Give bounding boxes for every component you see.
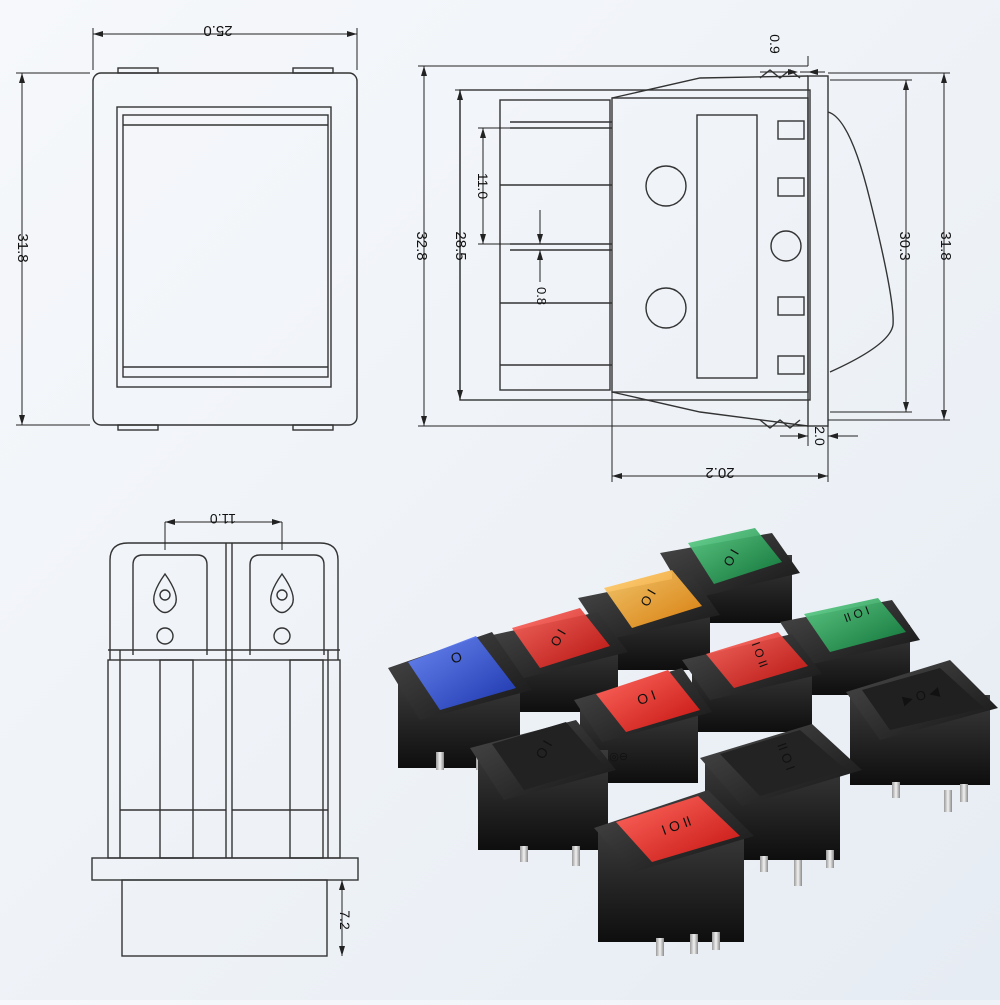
front-height-label: 31.8: [14, 233, 31, 262]
switch-red-front: I O II: [594, 790, 754, 956]
side-total-height-label: 32.8: [413, 231, 430, 260]
switch-red-flat: O I ⊕◎⊖: [574, 668, 712, 783]
rocker-height-label: 30.3: [896, 231, 913, 260]
product-photo: O I O I II O I O I I O II: [388, 528, 998, 956]
body-depth-label: 20.2: [705, 464, 734, 481]
switch-red-lit-2: I O II: [682, 632, 822, 732]
bottom-protrusion-label: 7.2: [337, 910, 353, 930]
switch-red-flat-marks: O I: [635, 687, 658, 708]
side-body-height-label: 28.5: [452, 231, 469, 260]
panel-thickness-label: 2.0: [812, 426, 828, 446]
switch-black-1: O I: [470, 720, 616, 866]
side-gap-label: 0.9: [767, 34, 783, 54]
pin-thickness-label: 0.8: [534, 287, 549, 305]
switch-blue-lit-marks: O: [448, 648, 464, 667]
pin-spacing-label: 11.0: [475, 173, 491, 199]
bottom-pin-spacing-label: 11.0: [210, 511, 236, 527]
side-height-right-label: 31.8: [937, 231, 954, 260]
front-width-label: 25.0: [203, 22, 232, 39]
switch-black-arrows: ▶ O ◀: [846, 660, 998, 812]
switch-blue-lit: O: [388, 632, 532, 770]
side-view: 0.9 32.8 28.5 11.0 0.8 30.3: [413, 34, 954, 482]
front-view: 25.0 31.8: [14, 22, 358, 431]
bottom-view: 11.0 7.2: [91, 511, 359, 957]
